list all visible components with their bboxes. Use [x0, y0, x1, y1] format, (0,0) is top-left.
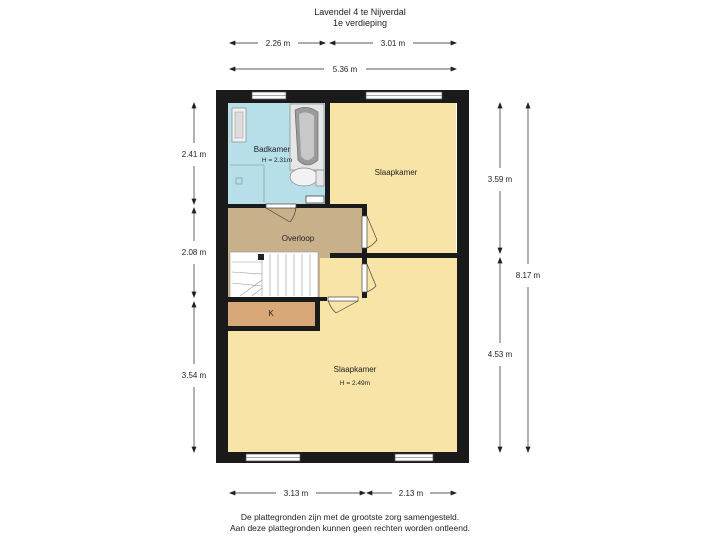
dim-left-middle: 2.08 m — [182, 248, 207, 257]
dim-top-right: 3.01 m — [381, 39, 406, 48]
staircase — [229, 251, 319, 299]
shower-area — [230, 164, 265, 202]
radiator — [305, 195, 325, 204]
slaapkamer-top-label: Slaapkamer — [375, 168, 418, 177]
toilet — [289, 167, 325, 187]
footer-disclaimer-2: Aan deze plattegronden kunnen geen recht… — [229, 523, 471, 533]
dim-left-top: 2.41 m — [182, 150, 207, 159]
dim-top-left: 2.26 m — [266, 39, 291, 48]
slaapkamer-bottom-label: Slaapkamer — [334, 365, 377, 374]
badkamer-label: Badkamer — [254, 145, 291, 154]
overloop-label: Overloop — [282, 234, 315, 243]
dim-right-lower: 4.53 m — [488, 350, 513, 359]
kast-room — [228, 302, 315, 326]
washbasin — [231, 107, 247, 143]
slaapkamer-bottom-height: H = 2.49m — [340, 380, 370, 387]
slaapkamer-bottom-room — [228, 331, 457, 452]
doors — [265, 203, 378, 314]
dim-right-upper: 3.59 m — [488, 175, 513, 184]
footer-disclaimer-1: De plattegronden zijn met de grootste zo… — [240, 512, 460, 522]
dim-left-bottom: 3.54 m — [182, 371, 207, 380]
plan-title: Lavendel 4 te Nijverdal — [314, 7, 406, 17]
bathtub — [289, 103, 325, 171]
plan-subtitle: 1e verdieping — [332, 18, 388, 28]
badkamer-height: H = 2.31m — [262, 157, 292, 164]
dim-bottom-right: 2.13 m — [399, 489, 424, 498]
dim-right-total: 8.17 m — [516, 271, 541, 280]
dim-top-total: 5.36 m — [333, 65, 358, 74]
dim-bottom-left: 3.13 m — [284, 489, 309, 498]
kast-label: K — [268, 309, 274, 318]
